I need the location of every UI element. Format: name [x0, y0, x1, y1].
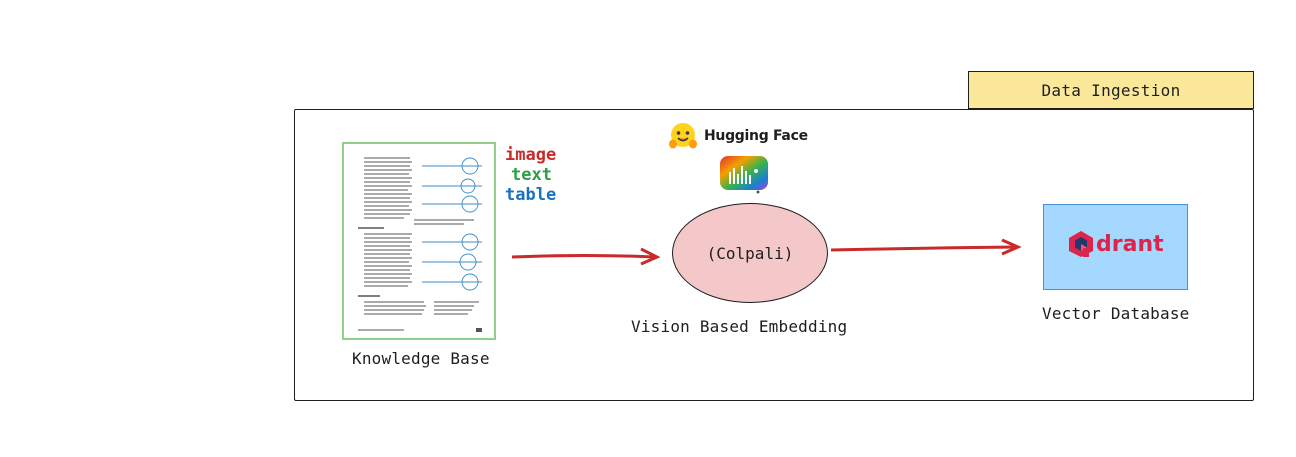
modality-image: image: [505, 145, 557, 165]
qdrant-wordmark: drant: [1096, 231, 1164, 257]
qdrant-icon: [1069, 231, 1093, 257]
vector-db-caption: Vector Database: [1042, 304, 1190, 323]
document-page-icon: [358, 157, 482, 332]
knowledge-base-caption: Knowledge Base: [352, 349, 490, 368]
embedding-model-node: (Colpali): [672, 203, 828, 303]
stage-label-text: Data Ingestion: [1041, 80, 1181, 100]
stage-label: Data Ingestion: [968, 71, 1254, 109]
embedding-caption: Vision Based Embedding: [631, 317, 848, 336]
embedding-model-label: (Colpali): [706, 243, 794, 263]
colpali-icon: [720, 156, 768, 194]
document-thumbnail: [342, 142, 496, 340]
arrow-kb-to-embedding: [511, 247, 661, 266]
modality-text: text: [511, 165, 552, 185]
hugging-face-icon: [669, 123, 697, 149]
hugging-face-label: Hugging Face: [704, 128, 808, 144]
modality-table: table: [505, 185, 557, 205]
hugging-face-logo: Hugging Face: [668, 122, 808, 150]
qdrant-logo: drant: [1068, 230, 1164, 258]
pipeline-frame: [294, 109, 1254, 401]
arrow-embedding-to-vectordb: [830, 238, 1022, 256]
vector-db-node: [1043, 204, 1188, 290]
